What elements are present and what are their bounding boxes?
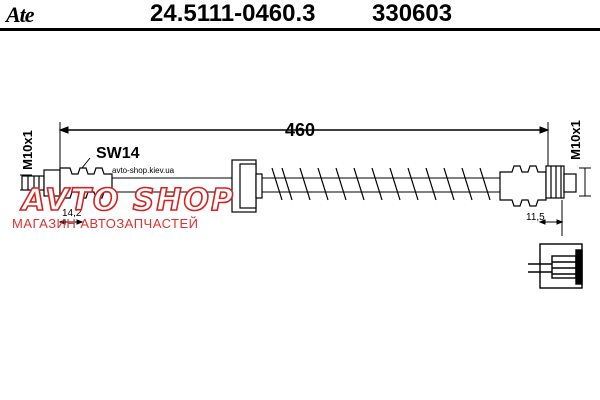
reference-number: 330603 [372,0,453,27]
arrow-left-icon [58,126,69,134]
right-fitting [499,165,577,207]
length-label: 460 [285,120,315,140]
arrow-right-icon [539,126,550,134]
thread-label-right: M10x1 [568,120,583,160]
watermark-tagline: МАГАЗИН АВТОЗАПЧАСТЕЙ [12,216,199,231]
spring-coils [271,167,491,201]
ate-logo: Ate [6,2,35,27]
watermark-brand: AVTO SHOP [21,182,236,219]
left-fitting [21,167,113,199]
part-number: 24.5111-0460.3 [150,0,316,27]
watermark-url: avto-shop.kiev.ua [112,166,175,175]
wrench-size-label: SW14 [96,145,140,162]
header-bar: Ate 24.5111-0460.3 330603 [0,0,600,28]
detail-section [528,243,583,289]
dim-right-label: 11,5 [526,212,545,223]
dim-left-label: 14,2 [62,208,82,219]
hex-nut [231,159,263,213]
thread-label-left: M10x1 [20,130,35,170]
header-divider [0,28,600,31]
